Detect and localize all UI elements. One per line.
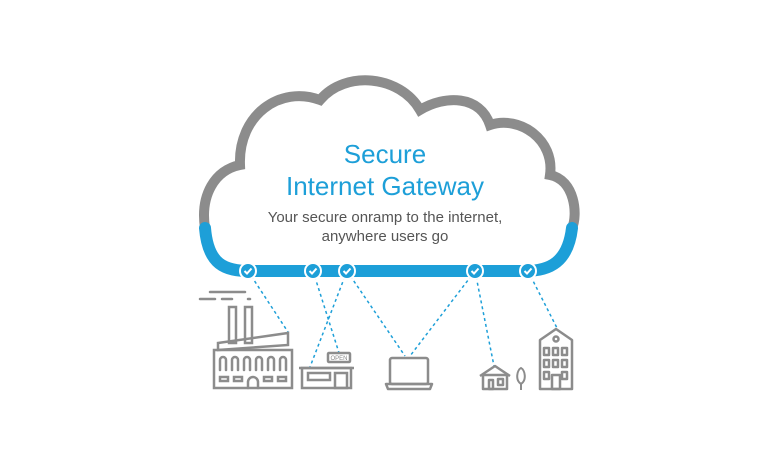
cloud-base-connection-bar <box>199 222 578 277</box>
shop-open-sign: OPEN <box>330 356 347 362</box>
laptop-icon <box>384 356 434 391</box>
cloud-subtitle-line2: anywhere users go <box>321 228 449 245</box>
dashed-connections <box>247 270 558 368</box>
shop-icon <box>299 351 354 390</box>
cloud-title-line1: Secure <box>343 139 427 169</box>
check-icon <box>466 262 484 280</box>
cloud-subtitle-line1: Your secure onramp to the internet, <box>267 209 503 226</box>
office-building-icon <box>538 327 574 391</box>
cloud-outline <box>199 75 580 233</box>
check-icon <box>304 262 322 280</box>
house-icon <box>479 364 511 391</box>
check-icon <box>519 262 537 280</box>
check-icon <box>239 262 257 280</box>
check-icons <box>239 262 537 280</box>
tree-icon <box>516 366 526 390</box>
check-icon <box>338 262 356 280</box>
cloud-title-line2: Internet Gateway <box>286 171 484 201</box>
factory-icon <box>198 290 294 390</box>
